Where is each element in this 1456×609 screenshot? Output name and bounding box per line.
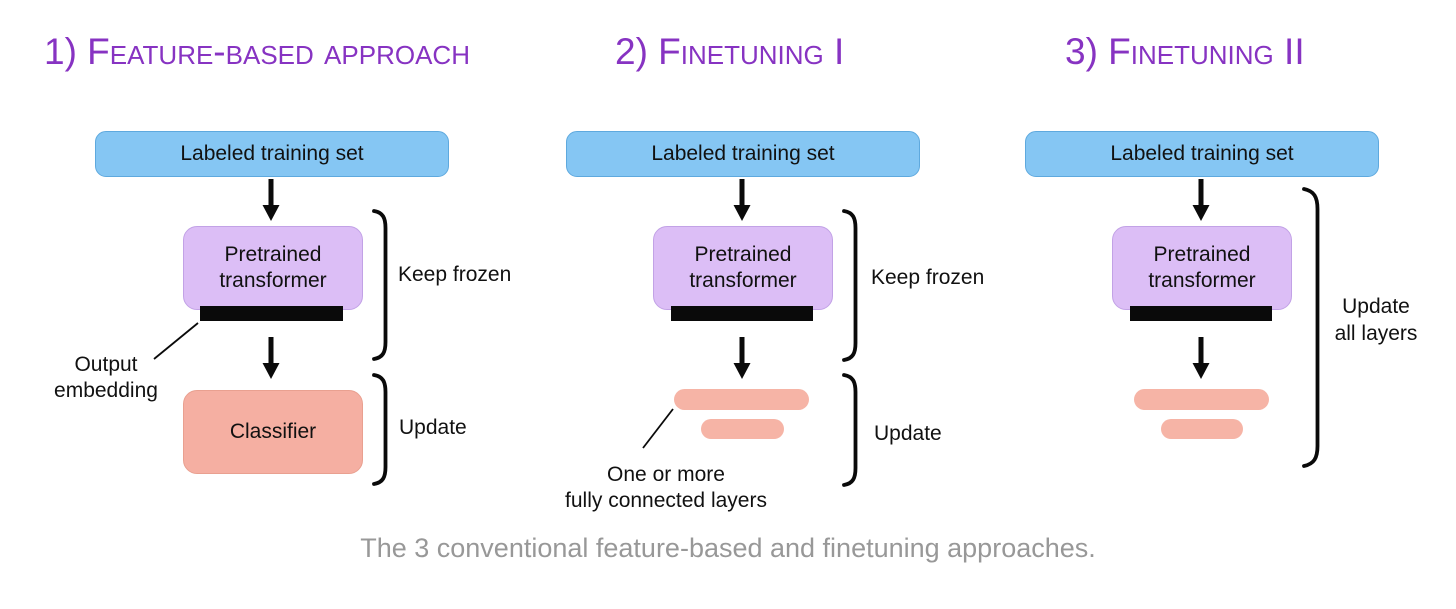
- output-embedding-bar: [671, 306, 813, 321]
- update-label: Update: [399, 416, 467, 439]
- labeled-training-set-label: Labeled training set: [1110, 142, 1294, 165]
- fully-connected-layer-pill: [1134, 389, 1269, 410]
- pretrained-transformer-label: Pretrained transformer: [1148, 243, 1256, 292]
- figure-caption: The 3 conventional feature-based and fin…: [360, 533, 1096, 563]
- output-embedding-bar: [200, 306, 343, 321]
- fully-connected-layer-pill: [674, 389, 809, 410]
- keep-frozen-label: Keep frozen: [398, 263, 512, 286]
- fully-connected-layers-note: One or more fully connected layers: [553, 462, 779, 514]
- fully-connected-layers-note-line1: One or more: [607, 463, 725, 486]
- fully-connected-layer-pill: [1161, 419, 1243, 439]
- update-bracket: [842, 373, 858, 487]
- output-embedding-bar: [1130, 306, 1272, 321]
- labeled-training-set-box: Labeled training set: [566, 131, 920, 177]
- down-arrow-icon: [262, 179, 280, 221]
- update-all-layers-label-line1: Update: [1342, 295, 1410, 318]
- update-all-layers-label-line2: all layers: [1334, 322, 1418, 345]
- down-arrow-icon: [733, 179, 751, 221]
- pretrained-transformer-box: Pretrained transformer: [183, 226, 363, 310]
- pretrained-transformer-label: Pretrained transformer: [689, 243, 797, 292]
- labeled-training-set-label: Labeled training set: [651, 142, 835, 165]
- annotation-pointer-line: [153, 322, 199, 360]
- keep-frozen-bracket: [372, 209, 388, 361]
- down-arrow-icon: [733, 337, 751, 379]
- down-arrow-icon: [262, 337, 280, 379]
- heading-finetuning-2: 3) Finetuning II: [1065, 31, 1305, 72]
- heading-feature-based-approach: 1) Feature-based approach: [44, 31, 470, 72]
- annotation-pointer-line: [642, 408, 674, 449]
- update-bracket: [372, 373, 388, 486]
- keep-frozen-bracket: [842, 209, 858, 362]
- down-arrow-icon: [1192, 337, 1210, 379]
- output-embedding-note: Output embedding: [38, 352, 174, 404]
- labeled-training-set-label: Labeled training set: [180, 142, 364, 165]
- update-all-layers-bracket: [1302, 187, 1320, 468]
- output-embedding-note-line1: Output: [74, 353, 138, 376]
- heading-finetuning-1: 2) Finetuning I: [615, 31, 845, 72]
- fully-connected-layers-note-line2: fully connected layers: [565, 489, 767, 512]
- labeled-training-set-box: Labeled training set: [95, 131, 449, 177]
- classifier-label: Classifier: [229, 420, 317, 443]
- classifier-box: Classifier: [183, 390, 363, 474]
- keep-frozen-label: Keep frozen: [871, 266, 985, 289]
- labeled-training-set-box: Labeled training set: [1025, 131, 1379, 177]
- output-embedding-note-line2: embedding: [54, 379, 158, 402]
- pretrained-transformer-box: Pretrained transformer: [653, 226, 833, 310]
- pretrained-transformer-label: Pretrained transformer: [219, 243, 327, 292]
- update-label: Update: [874, 422, 942, 445]
- down-arrow-icon: [1192, 179, 1210, 221]
- fully-connected-layer-pill: [701, 419, 784, 439]
- update-all-layers-label: Update all layers: [1316, 293, 1436, 347]
- pretrained-transformer-box: Pretrained transformer: [1112, 226, 1292, 310]
